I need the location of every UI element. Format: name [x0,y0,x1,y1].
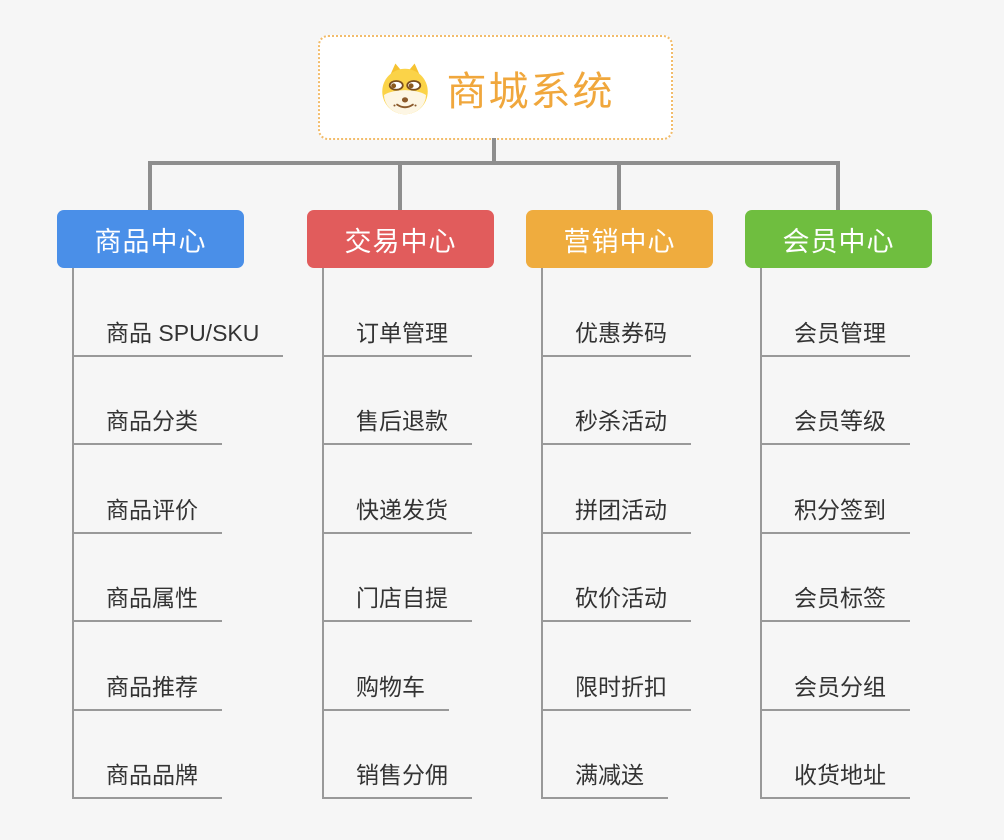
child-label: 砍价活动 [541,579,691,622]
branch-children-marketing: 优惠券码 秒杀活动 拼团活动 砍价活动 限时折扣 满减送 [541,268,756,799]
child-node[interactable]: 销售分佣 [322,711,537,799]
branch-label: 营销中心 [563,226,676,257]
child-label: 购物车 [322,668,449,711]
branch-children-members: 会员管理 会员等级 积分签到 会员标签 会员分组 收货地址 [760,268,975,799]
connector-trunk [541,268,543,799]
branch-node-products[interactable]: 商品中心 [57,210,244,268]
child-node[interactable]: 售后退款 [322,357,537,445]
child-node[interactable]: 商品推荐 [72,622,287,711]
child-node[interactable]: 商品属性 [72,534,287,622]
child-label: 销售分佣 [322,756,472,799]
connector-bus [148,161,840,165]
branch-children-products: 商品 SPU/SKU 商品分类 商品评价 商品属性 商品推荐 商品品牌 [72,268,287,799]
child-label: 秒杀活动 [541,402,691,445]
branch-label: 会员中心 [782,226,895,257]
child-label: 限时折扣 [541,668,691,711]
child-node[interactable]: 会员分组 [760,622,975,711]
child-node[interactable]: 商品分类 [72,357,287,445]
child-label: 会员标签 [760,579,910,622]
connector-trunk [322,268,324,799]
child-label: 收货地址 [760,756,910,799]
child-node[interactable]: 限时折扣 [541,622,756,711]
connector-drop-trade [398,161,402,210]
child-label: 会员等级 [760,402,910,445]
connector-root-stem [492,138,496,163]
child-node[interactable]: 门店自提 [322,534,537,622]
child-node[interactable]: 满减送 [541,711,756,799]
connector-drop-marketing [617,161,621,210]
child-label: 优惠券码 [541,314,691,357]
child-label: 会员分组 [760,668,910,711]
branch-node-marketing[interactable]: 营销中心 [526,210,713,268]
child-node[interactable]: 商品 SPU/SKU [72,268,287,357]
child-label: 订单管理 [322,314,472,357]
branch-label: 交易中心 [344,226,457,257]
child-node[interactable]: 订单管理 [322,268,537,357]
connector-drop-members [836,161,840,210]
child-node[interactable]: 优惠券码 [541,268,756,357]
branch-node-trade[interactable]: 交易中心 [307,210,494,268]
child-label: 积分签到 [760,491,910,534]
connector-trunk [760,268,762,799]
child-node[interactable]: 砍价活动 [541,534,756,622]
branch-children-trade: 订单管理 售后退款 快递发货 门店自提 购物车 销售分佣 [322,268,537,799]
child-node[interactable]: 会员管理 [760,268,975,357]
child-node[interactable]: 商品评价 [72,445,287,534]
child-label: 会员管理 [760,314,910,357]
child-label: 快递发货 [322,491,472,534]
child-node[interactable]: 拼团活动 [541,445,756,534]
child-node[interactable]: 积分签到 [760,445,975,534]
connector-drop-products [148,161,152,210]
branch-label: 商品中心 [94,226,207,257]
child-label: 商品分类 [72,402,222,445]
root-title: 商城系统 [446,69,615,114]
child-node[interactable]: 收货地址 [760,711,975,799]
child-label: 满减送 [541,756,668,799]
child-node[interactable]: 商品品牌 [72,711,287,799]
child-label: 商品品牌 [72,756,222,799]
child-node[interactable]: 秒杀活动 [541,357,756,445]
child-label: 商品属性 [72,579,222,622]
dog-face-icon [381,63,428,114]
child-node[interactable]: 快递发货 [322,445,537,534]
child-node[interactable]: 购物车 [322,622,537,711]
child-node[interactable]: 会员等级 [760,357,975,445]
child-node[interactable]: 会员标签 [760,534,975,622]
child-label: 拼团活动 [541,491,691,534]
connector-trunk [72,268,74,799]
child-label: 售后退款 [322,402,472,445]
child-label: 商品 SPU/SKU [72,314,284,357]
child-label: 商品评价 [72,491,222,534]
root-node[interactable]: 商城系统 [318,35,673,140]
child-label: 门店自提 [322,579,472,622]
branch-node-members[interactable]: 会员中心 [745,210,932,268]
child-label: 商品推荐 [72,668,222,711]
